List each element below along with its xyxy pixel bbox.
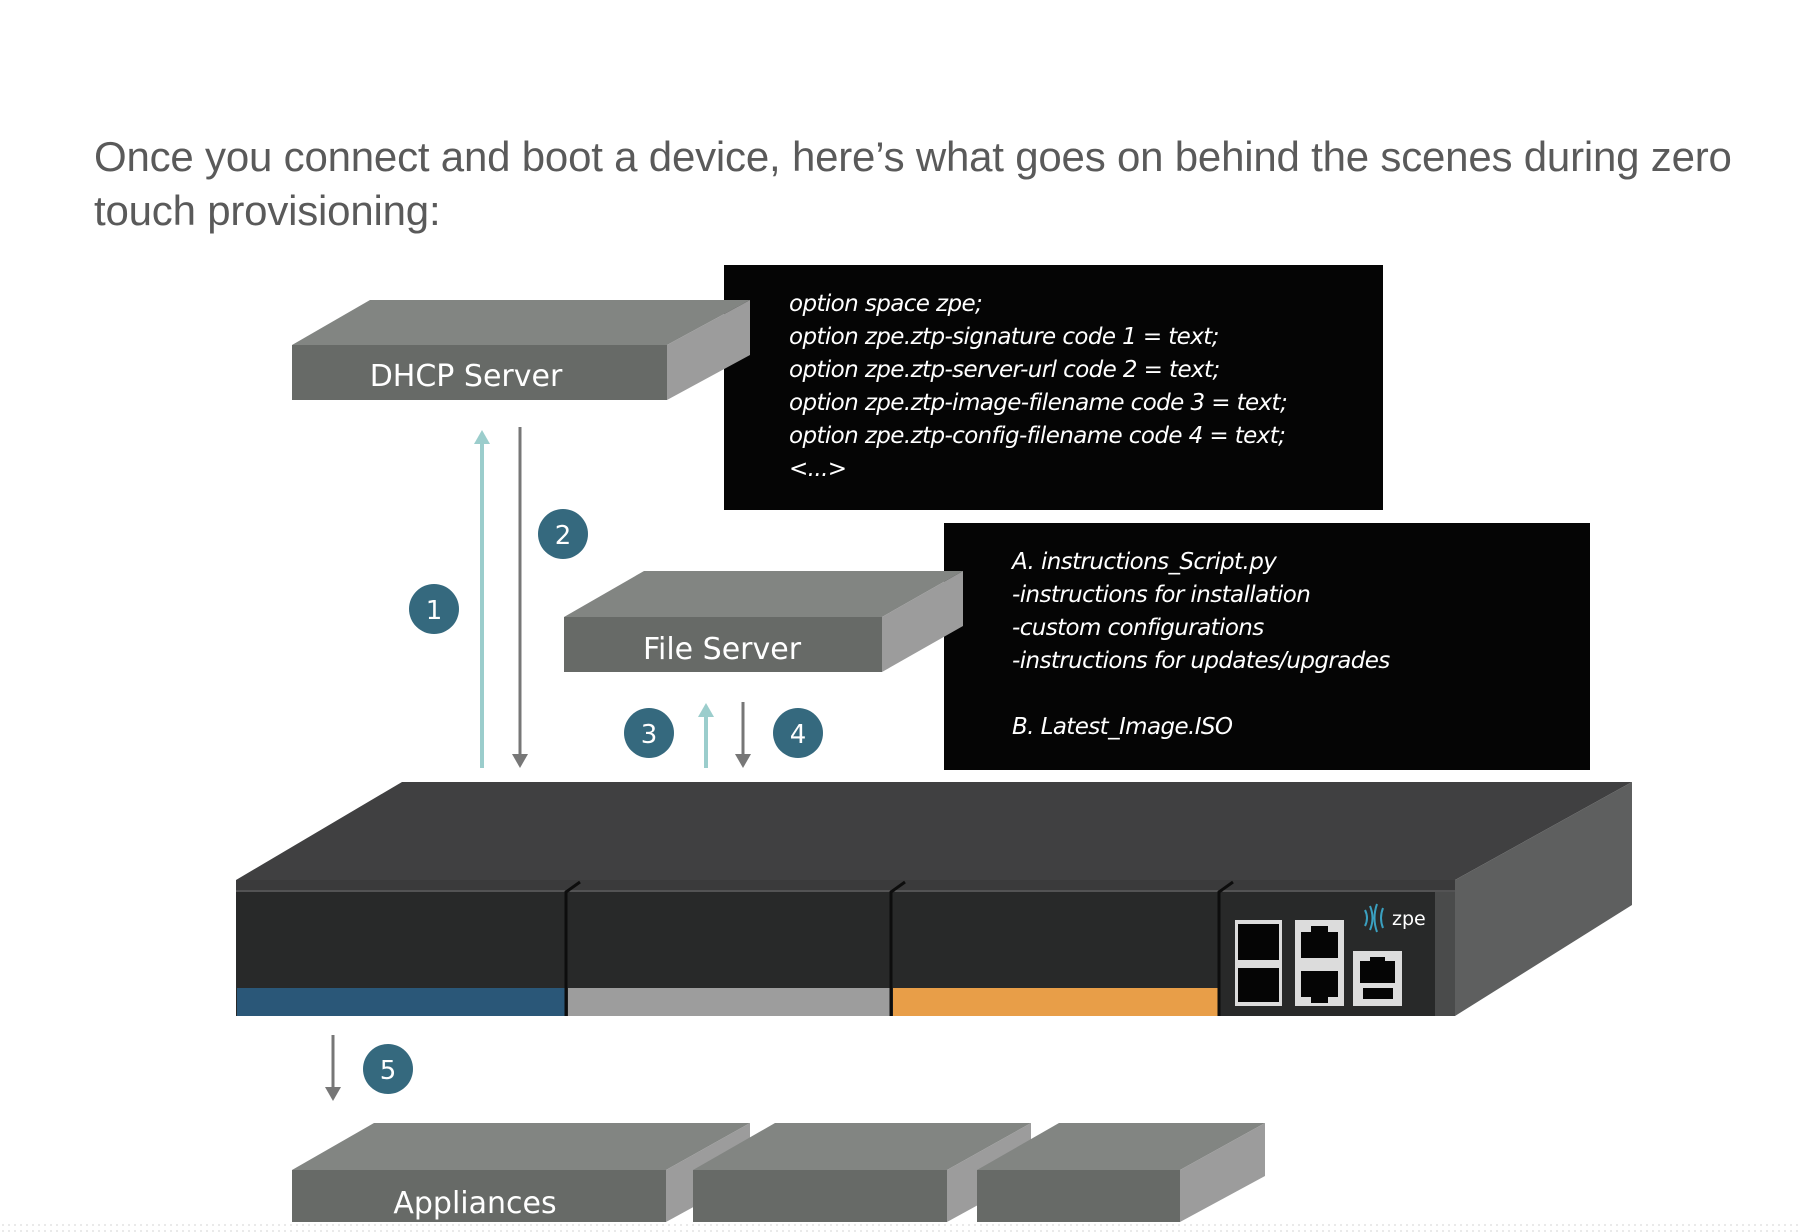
- footer-divider: [0, 1222, 1802, 1232]
- file-contents-line: -instructions for updates/upgrades: [1012, 648, 1390, 674]
- step-5-badge: 5: [363, 1044, 413, 1094]
- step-3-arrow-up: [698, 703, 714, 768]
- zpe-logo-text: zpe: [1392, 908, 1426, 930]
- step-1-arrow-up: [474, 430, 490, 768]
- step-2-arrow-down: [512, 427, 528, 768]
- intro-heading: Once you connect and boot a device, here…: [94, 133, 1732, 234]
- step-4-badge: 4: [773, 708, 823, 758]
- appliance-box-3: [977, 1123, 1265, 1222]
- dhcp-server-label: DHCP Server: [370, 359, 563, 394]
- step-4-arrow-down: [735, 702, 751, 768]
- dhcp-config-line: option zpe.ztp-signature code 1 = text;: [789, 324, 1219, 350]
- step-1-badge: 1: [409, 584, 459, 634]
- rj45-port-pair: [1295, 920, 1344, 1006]
- dhcp-config-panel: option space zpe; option zpe.ztp-signatur…: [724, 265, 1383, 510]
- svg-text:3: 3: [641, 720, 658, 750]
- file-contents-panel: A. instructions_Script.py -instructions f…: [944, 523, 1590, 770]
- file-contents-line: A. instructions_Script.py: [1010, 549, 1277, 575]
- appliance-box-1: Appliances: [292, 1123, 750, 1222]
- zpe-device: zpe: [236, 782, 1632, 1016]
- file-server-label: File Server: [643, 632, 802, 667]
- file-server-box: File Server: [564, 571, 963, 672]
- file-contents-line: -custom configurations: [1012, 615, 1264, 641]
- step-2-badge: 2: [538, 509, 588, 559]
- svg-text:2: 2: [555, 521, 572, 551]
- dhcp-config-line: <...>: [789, 456, 846, 482]
- bay-2-strip: [568, 988, 890, 1016]
- step-5-arrow-down: [325, 1035, 341, 1101]
- svg-text:1: 1: [426, 596, 443, 626]
- svg-text:4: 4: [790, 720, 807, 750]
- dhcp-server-box: DHCP Server: [292, 300, 750, 400]
- step-3-badge: 3: [624, 708, 674, 758]
- dhcp-config-lines: option space zpe; option zpe.ztp-signatur…: [789, 291, 1288, 482]
- dhcp-config-line: option zpe.ztp-image-filename code 3 = t…: [789, 390, 1287, 416]
- svg-text:5: 5: [380, 1056, 397, 1086]
- zpe-logo-icon: [1364, 903, 1384, 933]
- bay-1-strip: [237, 988, 565, 1016]
- appliances-label: Appliances: [393, 1186, 556, 1221]
- bay-3-strip: [893, 988, 1218, 1016]
- file-contents-lines: A. instructions_Script.py -instructions f…: [1010, 549, 1391, 740]
- rj45-usb-port: [1353, 951, 1402, 1006]
- file-contents-line: -instructions for installation: [1012, 582, 1310, 608]
- dhcp-config-line: option zpe.ztp-server-url code 2 = text;: [789, 357, 1220, 383]
- dhcp-config-line: option zpe.ztp-config-filename code 4 = …: [789, 423, 1285, 449]
- dhcp-config-line: option space zpe;: [789, 291, 982, 317]
- zpe-logo: zpe: [1364, 903, 1426, 933]
- sfp-port-pair: [1235, 920, 1282, 1006]
- file-contents-line: B. Latest_Image.ISO: [1012, 714, 1233, 740]
- appliance-box-2: [693, 1123, 1031, 1222]
